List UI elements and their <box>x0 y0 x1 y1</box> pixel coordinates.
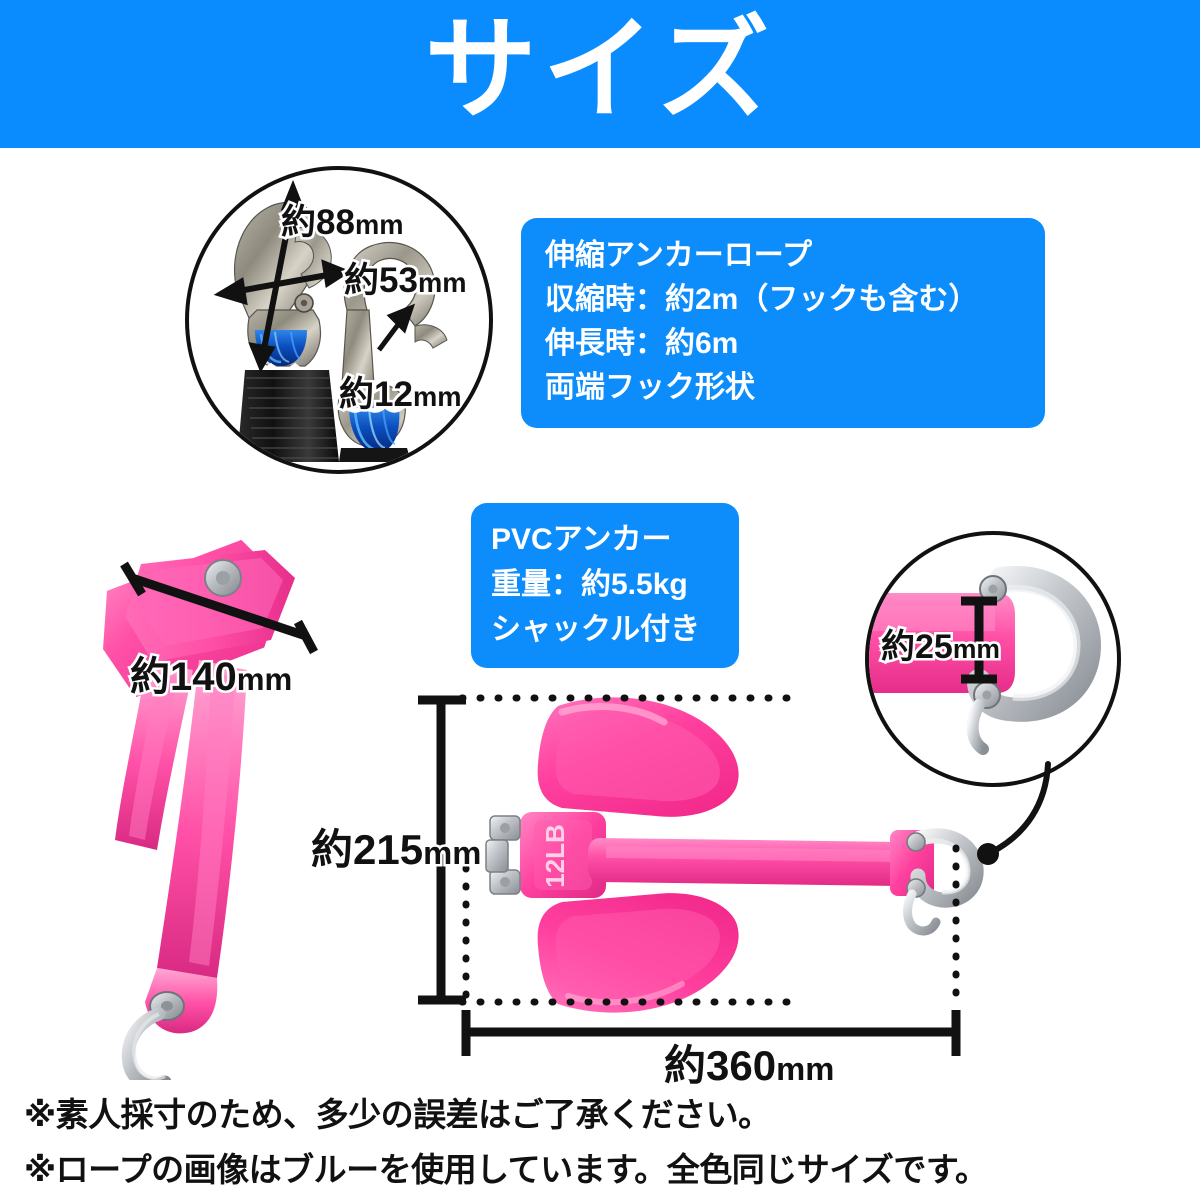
anchor-dimension-guides <box>418 694 961 1056</box>
hook-width-label: 約53mm <box>342 259 469 303</box>
hook-throat-label: 約12mm <box>337 373 464 417</box>
shackle-photo-art <box>869 565 1102 755</box>
pvc-info-box: PVCアンカー 重量：約5.5kg シャックル付き <box>471 503 739 668</box>
rope-info-box: 伸縮アンカーロープ 収縮時：約2m（フックも含む） 伸長時：約6m 両端フック形… <box>521 218 1045 428</box>
shackle-height-label: 約25mm <box>879 626 1003 669</box>
fluke-span-dimension <box>120 561 318 655</box>
shackle-callout-leader <box>977 761 1051 865</box>
anchor-marking: 12LB <box>540 824 570 888</box>
pvc-info-line-3: シャックル付き <box>491 613 701 646</box>
shackle-closeup-circle: 約25mm <box>865 531 1121 787</box>
rope-info-line-3: 伸長時：約6m <box>545 327 739 360</box>
header-band: サイズ <box>0 0 1200 148</box>
rope-info-line-4: 両端フック形状 <box>545 371 755 404</box>
fluke-span-label: 約140mm <box>128 653 295 702</box>
open-anchor-photo: 12LB <box>485 697 984 1013</box>
anchor-width-label: 約360mm <box>661 1040 836 1092</box>
hook-length-label: 約88mm <box>279 201 406 245</box>
note-line-2: ※ロープの画像はブルーを使用しています。全色同じサイズです。 <box>24 1151 988 1188</box>
hook-closeup-circle: 約88mm 約53mm 約12mm <box>185 166 493 474</box>
page-title: サイズ <box>424 7 776 132</box>
pvc-info-line-2: 重量：約5.5kg <box>491 568 688 601</box>
rope-info-line-1: 伸縮アンカーロープ <box>545 239 812 272</box>
pvc-info-line-1: PVCアンカー <box>491 523 672 556</box>
note-line-1: ※素人採寸のため、多少の誤差はご了承ください。 <box>24 1096 771 1133</box>
anchor-height-label: 約215mm <box>308 824 483 876</box>
rope-info-line-2: 収縮時：約2m（フックも含む） <box>545 283 979 316</box>
hook-photo-art <box>213 179 448 462</box>
